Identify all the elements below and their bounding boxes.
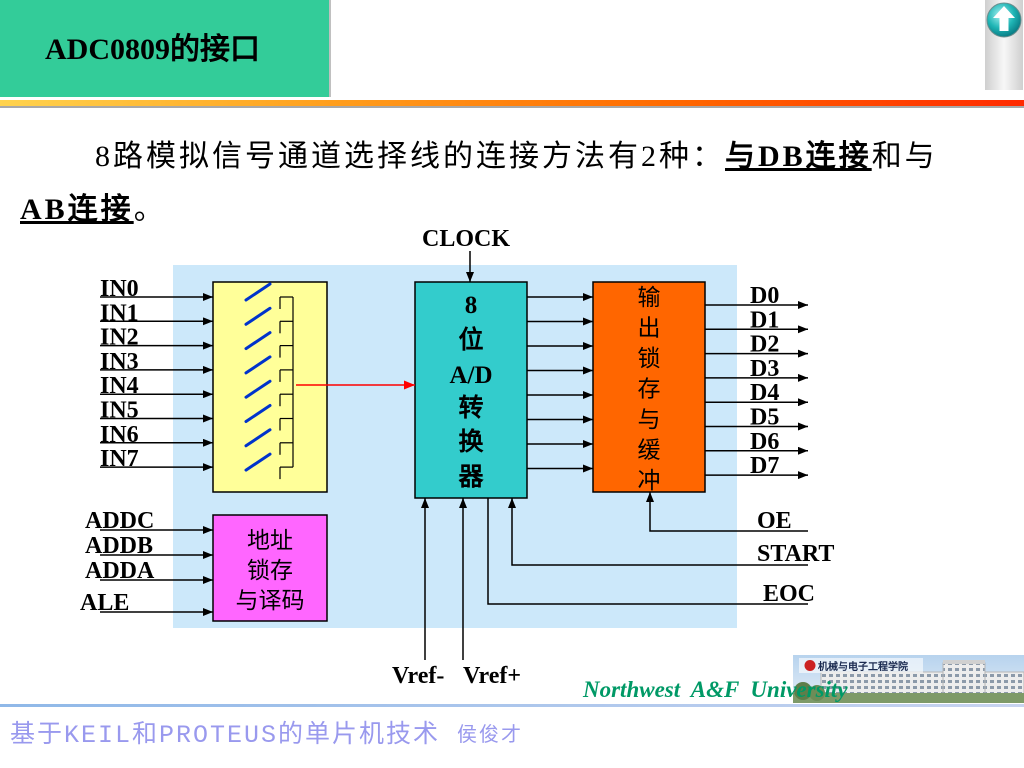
input-label-7: IN7	[100, 446, 139, 472]
start-line	[508, 498, 808, 566]
adc-block-text-0: 8	[465, 292, 478, 319]
oe-line	[646, 492, 808, 532]
input-label-1: IN1	[100, 300, 139, 326]
vref-plus-label: Vref+	[463, 663, 521, 689]
adc-block-text-5: 器	[457, 464, 484, 491]
eoc-label: EOC	[763, 581, 815, 607]
latch-block-text-6: 冲	[638, 468, 661, 493]
latch-block-text-3: 存	[638, 377, 661, 402]
body-text-tail: 和与	[871, 140, 938, 173]
latch-block-text-5: 缓	[638, 438, 661, 463]
latch-block-text-1: 出	[638, 316, 661, 341]
page-title: ADC0809的接口	[45, 33, 260, 66]
output-label-4: D4	[750, 380, 779, 406]
input-label-5: IN5	[100, 398, 139, 424]
ad-converter-block	[414, 281, 528, 499]
header-rule-shadow	[0, 106, 1024, 108]
university-name: Northwest A&F University	[583, 677, 848, 702]
adc0809-block-diagram: CLOCK OE START EOC Vref- Vref+ IN0IN1IN2…	[80, 226, 834, 689]
multiplexer-block	[212, 281, 328, 493]
diagram-signal-group: IN0IN1IN2IN3IN4IN5IN6IN78位A/D转换器输出锁存与缓冲D…	[80, 276, 808, 616]
adc-block-text-4: 换	[458, 428, 484, 456]
input-label-0: IN0	[100, 276, 139, 302]
channel-switch-4	[244, 379, 272, 399]
latch-block-text-4: 与	[638, 407, 661, 432]
output-label-1: D1	[750, 307, 779, 333]
output-label-3: D3	[750, 356, 779, 382]
address-block-text-1: 锁存	[247, 558, 293, 583]
up-arrow-icon	[986, 2, 1022, 38]
address-latch-block	[212, 514, 328, 622]
output-label-5: D5	[750, 405, 779, 431]
output-latch-block	[592, 281, 706, 493]
body-text-period: 。	[133, 193, 167, 226]
address-block-text-0: 地址	[247, 528, 293, 553]
adc-block-text-1: 位	[458, 325, 483, 354]
ab-connection-link[interactable]: AB连接	[20, 193, 134, 226]
footer-author: 侯俊才	[457, 725, 523, 748]
channel-switch-3	[244, 355, 272, 375]
channel-switch-0	[244, 282, 272, 302]
address-input-label-2: ADDA	[85, 558, 155, 584]
body-text: 8路模拟信号通道选择线的连接方法有2种：	[95, 140, 725, 173]
channel-switch-6	[244, 428, 272, 448]
input-label-6: IN6	[100, 422, 139, 448]
output-label-2: D2	[750, 332, 779, 358]
start-label: START	[757, 541, 834, 567]
eoc-line	[487, 498, 808, 605]
vref-minus-label: Vref-	[392, 663, 444, 689]
output-label-7: D7	[750, 453, 779, 479]
body-line-2: AB连接。	[20, 193, 167, 227]
clock-label: CLOCK	[422, 226, 510, 252]
footer-course-title: 基于KEIL和PROTEUS的单片机技术	[10, 721, 441, 750]
input-label-3: IN3	[100, 349, 139, 375]
address-input-label-3: ALE	[80, 590, 129, 616]
input-label-2: IN2	[100, 325, 139, 351]
channel-switch-5	[244, 404, 272, 423]
channel-switch-1	[244, 306, 272, 326]
college-badge-text: 机械与电子工程学院	[818, 660, 908, 673]
address-block-text-2: 与译码	[236, 588, 305, 613]
nav-up-button[interactable]	[985, 0, 1023, 90]
channel-switch-2	[244, 331, 272, 351]
footer-rule	[0, 704, 1024, 707]
output-label-6: D6	[750, 429, 779, 455]
oe-label: OE	[757, 508, 792, 534]
latch-block-text-0: 输	[638, 285, 661, 310]
college-building-photo: 机械与电子工程学院	[793, 655, 1024, 703]
latch-block-text-2: 锁	[638, 346, 661, 371]
input-label-4: IN4	[100, 373, 139, 399]
title-tab: ADC0809的接口	[0, 0, 331, 97]
channel-switch-7	[244, 452, 272, 472]
adc-block-text-3: 转	[458, 393, 483, 422]
body-line-1: 8路模拟信号通道选择线的连接方法有2种：与DB连接和与	[95, 140, 938, 174]
address-input-label-1: ADDB	[85, 533, 153, 559]
db-connection-link[interactable]: 与DB连接	[725, 140, 872, 173]
output-label-0: D0	[750, 283, 779, 309]
header-rule	[0, 100, 1024, 106]
address-input-label-0: ADDC	[85, 508, 154, 534]
adc-block-text-2: A/D	[449, 362, 492, 389]
